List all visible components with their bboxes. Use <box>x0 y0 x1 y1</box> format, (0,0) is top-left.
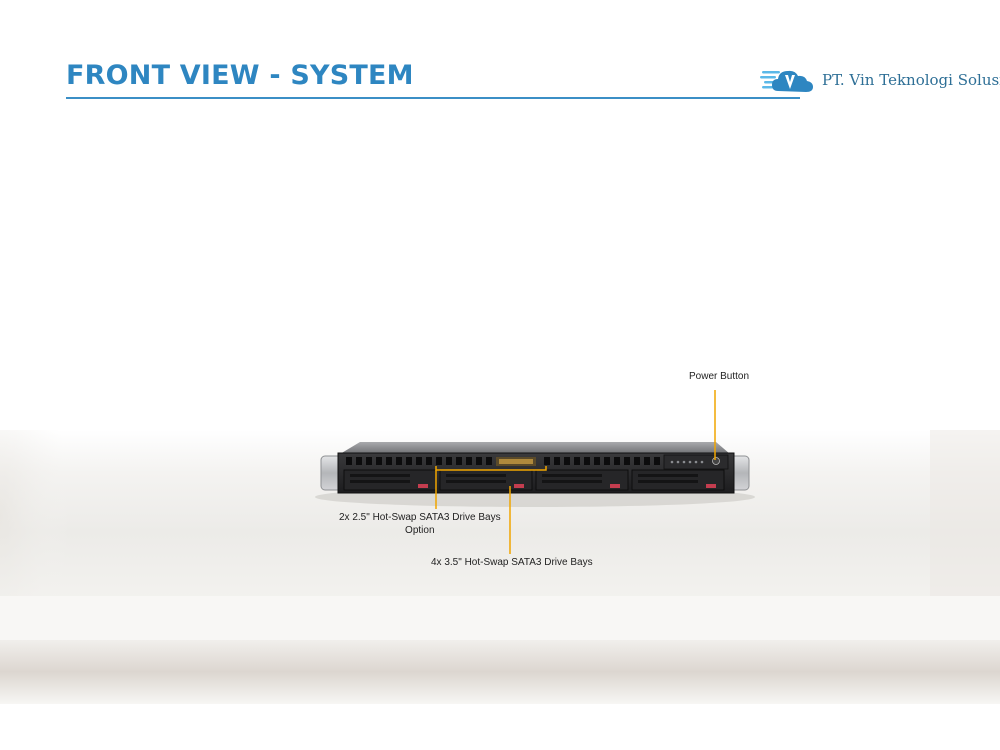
drive-bays <box>343 469 725 491</box>
callout-lines <box>435 390 716 554</box>
server-front-photo <box>0 390 1000 750</box>
title-underline <box>66 97 800 99</box>
drive-bays-2-5-line2: Option <box>405 525 435 536</box>
company-logo: PT. Vin Teknologi Solusi <box>760 62 1000 98</box>
drive-bays-2-5-label: 2x 2.5" Hot-Swap SATA3 Drive Bays Option <box>339 511 501 537</box>
cloud-v-logo-icon <box>760 70 813 92</box>
drive-bays-3-5-label: 4x 3.5" Hot-Swap SATA3 Drive Bays <box>431 557 593 568</box>
page-title: FRONT VIEW - SYSTEM <box>66 60 414 91</box>
power-button-label: Power Button <box>689 371 750 382</box>
power-button <box>712 457 720 465</box>
company-name: PT. Vin Teknologi Solusi <box>822 71 1000 89</box>
drive-bays-2-5-line1: 2x 2.5" Hot-Swap SATA3 Drive Bays <box>339 512 501 523</box>
